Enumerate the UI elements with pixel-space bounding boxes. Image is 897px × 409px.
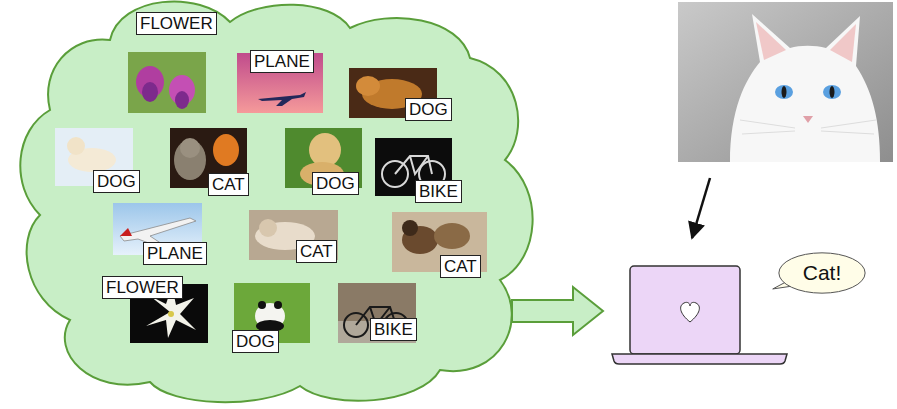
bubble-text: Cat! — [803, 261, 842, 285]
label-text: BIKE — [374, 319, 413, 340]
speech-bubble: Cat! — [778, 252, 866, 294]
label-text: FLOWER — [106, 277, 179, 298]
label-text: DOG — [316, 173, 355, 194]
data-cloud — [20, 1, 532, 402]
class-label: DOG — [232, 330, 279, 353]
class-label: CAT — [440, 255, 481, 278]
class-label: FLOWER — [102, 276, 183, 299]
label-text: FLOWER — [140, 13, 213, 34]
class-label: DOG — [405, 98, 452, 121]
class-label: CAT — [208, 173, 249, 196]
class-label: DOG — [93, 170, 140, 193]
input-arrow — [692, 178, 710, 238]
label-text: BIKE — [419, 181, 458, 202]
input-cat-photo — [678, 2, 893, 162]
label-text: CAT — [444, 256, 477, 277]
flower-photo — [128, 52, 206, 113]
label-text: PLANE — [254, 51, 310, 72]
label-text: PLANE — [147, 243, 203, 264]
label-text: CAT — [300, 241, 333, 262]
laptop — [612, 266, 787, 364]
label-text: DOG — [97, 171, 136, 192]
label-text: DOG — [236, 331, 275, 352]
class-label: PLANE — [143, 242, 207, 265]
bike-photo — [338, 283, 416, 343]
label-text: DOG — [409, 99, 448, 120]
class-label: FLOWER — [136, 12, 217, 35]
class-label: BIKE — [415, 180, 462, 203]
class-label: BIKE — [370, 318, 417, 341]
class-label: PLANE — [250, 50, 314, 73]
flow-arrow — [512, 287, 603, 335]
class-label: DOG — [312, 172, 359, 195]
class-label: CAT — [296, 240, 337, 263]
label-text: CAT — [212, 174, 245, 195]
